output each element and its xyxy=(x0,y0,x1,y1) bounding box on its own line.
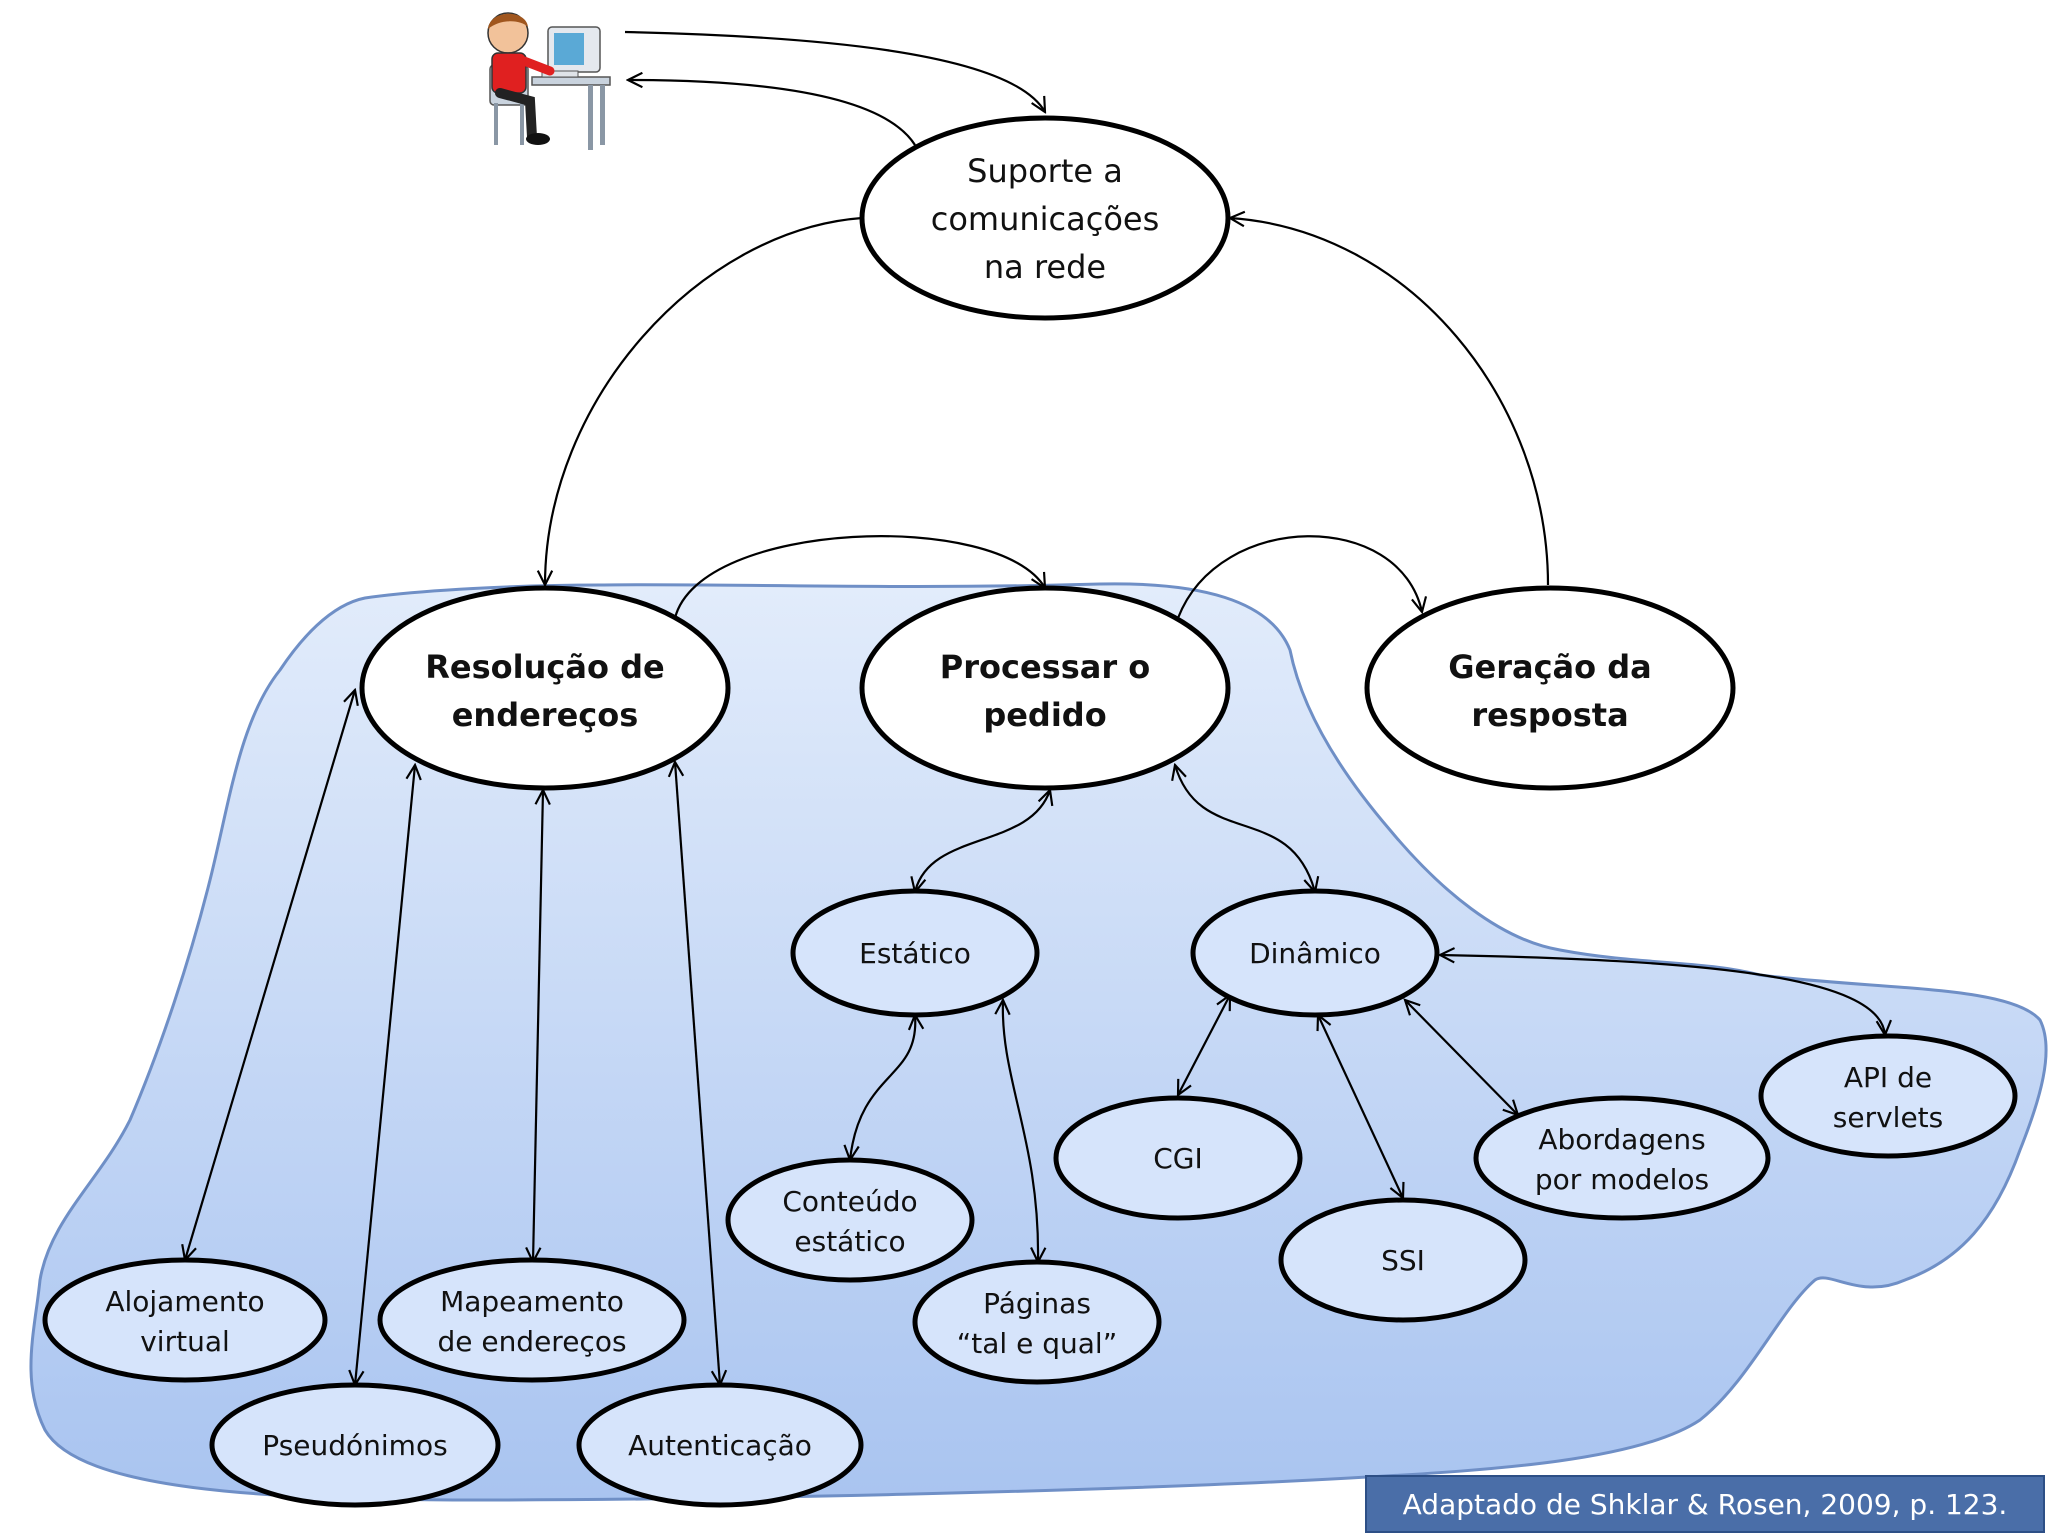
arrow-resolucao-pseudonimos xyxy=(355,765,415,1385)
svg-text:Páginas: Páginas xyxy=(983,1287,1091,1320)
svg-text:de endereços: de endereços xyxy=(437,1325,626,1358)
svg-text:estático: estático xyxy=(794,1225,905,1258)
arrow-dinamico-ssi xyxy=(1318,1015,1403,1198)
node-suporte: Suporte a comunicações na rede xyxy=(859,115,1231,321)
svg-text:Suporte a: Suporte a xyxy=(967,152,1123,190)
arrow-resolucao-mapeamento xyxy=(533,790,543,1262)
arrow-geracao-to-suporte xyxy=(1230,218,1550,586)
node-geracao: Geração da resposta xyxy=(1364,585,1736,791)
svg-text:Mapeamento: Mapeamento xyxy=(440,1285,624,1318)
svg-text:Conteúdo: Conteúdo xyxy=(782,1185,917,1218)
svg-text:resposta: resposta xyxy=(1471,696,1628,734)
svg-text:API de: API de xyxy=(1844,1061,1932,1094)
arrow-estatico-paginas xyxy=(1003,1000,1038,1262)
arrow-suporte-to-user xyxy=(628,80,916,146)
svg-text:Dinâmico: Dinâmico xyxy=(1249,937,1381,970)
svg-text:CGI: CGI xyxy=(1153,1142,1203,1175)
arrow-estatico-conteudo xyxy=(850,1015,915,1160)
arrow-resolucao-to-processar xyxy=(673,535,1045,619)
node-cgi: CGI xyxy=(1053,1095,1303,1221)
arrow-resolucao-autenticacao xyxy=(675,762,720,1385)
svg-text:Geração da: Geração da xyxy=(1448,648,1652,686)
svg-text:por modelos: por modelos xyxy=(1535,1163,1709,1196)
svg-text:Resolução de: Resolução de xyxy=(425,648,664,686)
svg-text:Abordagens: Abordagens xyxy=(1538,1123,1705,1156)
node-estatico: Estático xyxy=(790,888,1040,1018)
arrow-resolucao-alojamento xyxy=(185,690,355,1260)
arrow-user-to-suporte xyxy=(624,30,1045,112)
svg-text:endereços: endereços xyxy=(452,696,639,734)
svg-text:na rede: na rede xyxy=(984,248,1106,286)
svg-text:Pseudónimos: Pseudónimos xyxy=(262,1429,447,1462)
arrow-processar-dinamico xyxy=(1175,765,1315,892)
svg-text:Processar o: Processar o xyxy=(940,648,1150,686)
svg-text:Alojamento: Alojamento xyxy=(105,1285,264,1318)
source-credit-text: Adaptado de Shklar & Rosen, 2009, p. 123… xyxy=(1402,1487,2008,1521)
svg-text:“tal e qual”: “tal e qual” xyxy=(957,1327,1117,1360)
node-paginas: Páginas “tal e qual” xyxy=(912,1259,1162,1385)
arrow-processar-to-geracao xyxy=(1176,535,1422,619)
node-ssi: SSI xyxy=(1278,1197,1528,1323)
node-api: API de servlets xyxy=(1758,1033,2018,1159)
svg-text:Autenticação: Autenticação xyxy=(628,1429,812,1462)
node-autenticacao: Autenticação xyxy=(576,1382,864,1508)
arrow-suporte-to-resolucao xyxy=(545,216,863,585)
arrow-dinamico-abordagens xyxy=(1405,1000,1518,1115)
node-abordagens: Abordagens por modelos xyxy=(1473,1095,1771,1221)
arrow-dinamico-cgi xyxy=(1178,995,1230,1095)
svg-text:pedido: pedido xyxy=(983,696,1106,734)
svg-text:comunicações: comunicações xyxy=(931,200,1160,238)
arrow-processar-estatico xyxy=(915,790,1050,892)
node-pseudonimos: Pseudónimos xyxy=(209,1382,501,1508)
node-alojamento: Alojamento virtual xyxy=(42,1257,328,1383)
node-dinamico: Dinâmico xyxy=(1190,888,1440,1018)
node-processar: Processar o pedido xyxy=(859,585,1231,791)
svg-text:Estático: Estático xyxy=(859,937,971,970)
arrow-dinamico-api xyxy=(1440,955,1885,1035)
svg-text:virtual: virtual xyxy=(140,1325,230,1358)
node-mapeamento: Mapeamento de endereços xyxy=(377,1257,687,1383)
svg-text:SSI: SSI xyxy=(1381,1244,1425,1277)
node-conteudo: Conteúdo estático xyxy=(725,1157,975,1283)
node-resolucao: Resolução de endereços xyxy=(359,585,731,791)
user-computer-icon xyxy=(487,12,611,150)
source-credit: Adaptado de Shklar & Rosen, 2009, p. 123… xyxy=(1365,1475,2045,1533)
svg-text:servlets: servlets xyxy=(1833,1101,1943,1134)
